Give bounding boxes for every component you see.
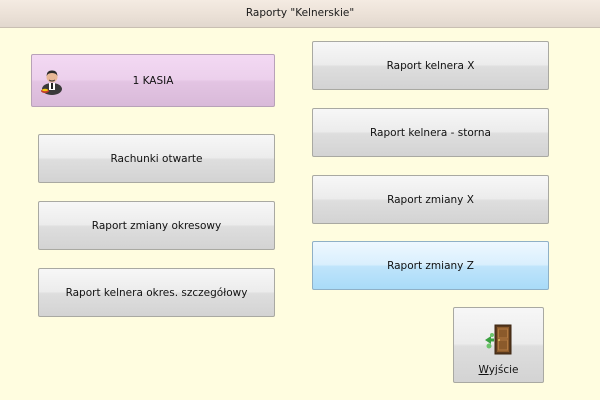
periodic-shift-report-button[interactable]: Raport zmiany okresowy bbox=[38, 201, 275, 250]
periodic-shift-report-label: Raport zmiany okresowy bbox=[91, 219, 222, 232]
waiter-report-x-button[interactable]: Raport kelnera X bbox=[312, 41, 549, 90]
shift-report-x-button[interactable]: Raport zmiany X bbox=[312, 175, 549, 224]
open-bills-label: Rachunki otwarte bbox=[110, 152, 203, 165]
window-title: Raporty "Kelnerskie" bbox=[0, 0, 600, 28]
waiter-icon bbox=[40, 67, 64, 95]
waiter-detailed-periodic-report-label: Raport kelnera okres. szczegółowy bbox=[65, 286, 248, 299]
open-bills-button[interactable]: Rachunki otwarte bbox=[38, 134, 275, 183]
waiter-report-voids-label: Raport kelnera - storna bbox=[369, 126, 491, 139]
shift-report-z-label: Raport zmiany Z bbox=[387, 259, 474, 272]
exit-label-rest: yjście bbox=[488, 364, 519, 376]
waiter-report-x-label: Raport kelnera X bbox=[386, 59, 475, 72]
exit-button[interactable]: Wyjście bbox=[453, 307, 544, 383]
waiter-detailed-periodic-report-button[interactable]: Raport kelnera okres. szczegółowy bbox=[38, 268, 275, 317]
waiter-kasia-label: 1 KASIA bbox=[132, 74, 174, 87]
shift-report-x-label: Raport zmiany X bbox=[387, 193, 474, 206]
exit-door-icon bbox=[484, 324, 514, 356]
waiter-kasia-button[interactable]: 1 KASIA bbox=[31, 54, 275, 107]
exit-label: Wyjście bbox=[479, 364, 519, 376]
waiter-report-voids-button[interactable]: Raport kelnera - storna bbox=[312, 108, 549, 157]
exit-label-mnemonic: W bbox=[478, 364, 489, 376]
shift-report-z-button[interactable]: Raport zmiany Z bbox=[312, 241, 549, 290]
